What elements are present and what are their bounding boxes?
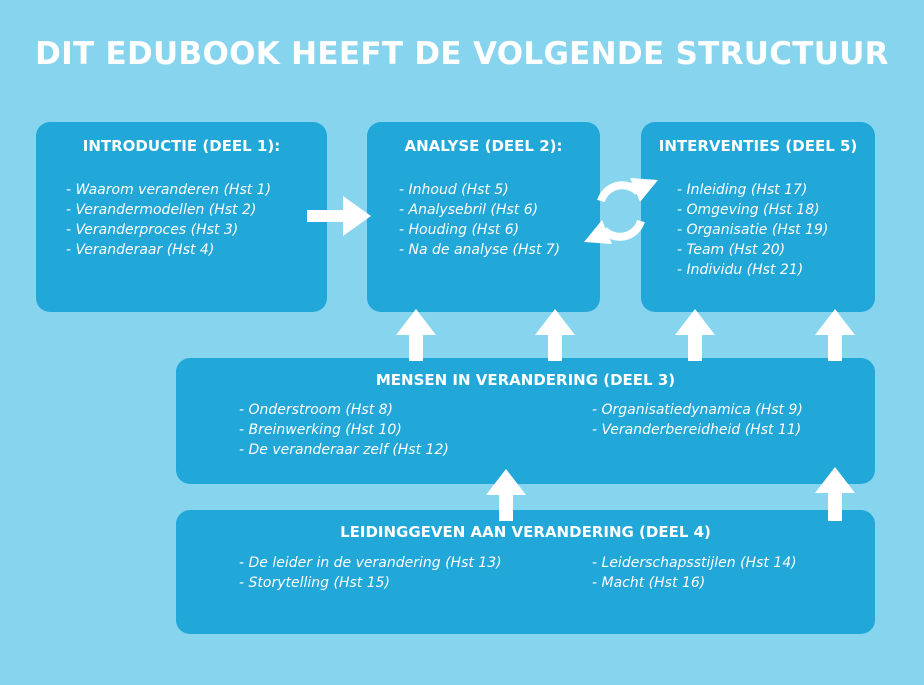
list-item: Na de analyse (Hst 7) (399, 240, 561, 260)
list-item: Veranderaar (Hst 4) (66, 240, 271, 260)
list-item: Inleiding (Hst 17) (677, 180, 828, 200)
list-item: Onderstroom (Hst 8) (239, 400, 449, 420)
box-mensen-list-left: Onderstroom (Hst 8) Breinwerking (Hst 10… (239, 400, 449, 460)
list-item: Storytelling (Hst 15) (239, 573, 502, 593)
list-item: Analysebril (Hst 6) (399, 200, 560, 220)
list-item: Veranderbereidheid (Hst 11) (592, 420, 803, 440)
list-item: Omgeving (Hst 18) (677, 200, 828, 220)
refresh-cycle-icon (584, 178, 658, 244)
page-title: DIT EDUBOOK HEEFT DE VOLGENDE STRUCTUUR (35, 36, 889, 72)
list-item: Waarom veranderen (Hst 1) (66, 180, 272, 200)
box-introductie-list: Waarom veranderen (Hst 1) Verandermodell… (66, 180, 272, 260)
box-leidinggeven-list-left: De leider in de verandering (Hst 13) Sto… (239, 553, 502, 593)
box-introductie: INTRODUCTIE (DEEL 1): Waarom veranderen … (36, 122, 327, 312)
list-item: Veranderproces (Hst 3) (66, 220, 271, 240)
box-introductie-title: INTRODUCTIE (DEEL 1): (82, 137, 281, 155)
box-mensen: MENSEN IN VERANDERING (DEEL 3) Onderstro… (176, 358, 875, 484)
arrow-up-icon (486, 469, 526, 521)
box-interventies-title: INTERVENTIES (DEEL 5) (658, 137, 858, 155)
list-item: Houding (Hst 6) (399, 220, 560, 240)
box-interventies: INTERVENTIES (DEEL 5) Inleiding (Hst 17)… (641, 122, 875, 312)
box-analyse: ANALYSE (DEEL 2): Inhoud (Hst 5) Analyse… (367, 122, 600, 312)
box-analyse-title: ANALYSE (DEEL 2): (404, 137, 563, 155)
box-leidinggeven-title: LEIDINGGEVEN AAN VERANDERING (DEEL 4) (340, 523, 711, 541)
list-item: Macht (Hst 16) (592, 573, 797, 593)
list-item: Individu (Hst 21) (677, 260, 828, 280)
list-item: Organisatiedynamica (Hst 9) (592, 400, 803, 420)
arrow-up-icon (396, 309, 436, 361)
list-item: Team (Hst 20) (677, 240, 828, 260)
list-item: Verandermodellen (Hst 2) (66, 200, 271, 220)
box-leidinggeven: LEIDINGGEVEN AAN VERANDERING (DEEL 4) De… (176, 510, 875, 634)
list-item: Breinwerking (Hst 10) (239, 420, 449, 440)
arrow-up-icon (535, 309, 575, 361)
arrow-up-icon (815, 309, 855, 361)
list-item: De veranderaar zelf (Hst 12) (239, 440, 449, 460)
arrow-right-icon (307, 196, 371, 236)
list-item: Inhoud (Hst 5) (399, 180, 560, 200)
box-interventies-list: Inleiding (Hst 17) Omgeving (Hst 18) Org… (677, 180, 829, 280)
list-item: De leider in de verandering (Hst 13) (239, 553, 502, 573)
list-item: Leiderschapsstijlen (Hst 14) (592, 553, 797, 573)
arrow-up-icon (675, 309, 715, 361)
box-leidinggeven-list-right: Leiderschapsstijlen (Hst 14) Macht (Hst … (592, 553, 797, 593)
box-mensen-list-right: Organisatiedynamica (Hst 9) Veranderbere… (592, 400, 803, 440)
box-analyse-list: Inhoud (Hst 5) Analysebril (Hst 6) Houdi… (399, 180, 561, 260)
list-item: Organisatie (Hst 19) (677, 220, 829, 240)
arrow-up-icon (815, 467, 855, 521)
box-mensen-title: MENSEN IN VERANDERING (DEEL 3) (375, 371, 676, 389)
